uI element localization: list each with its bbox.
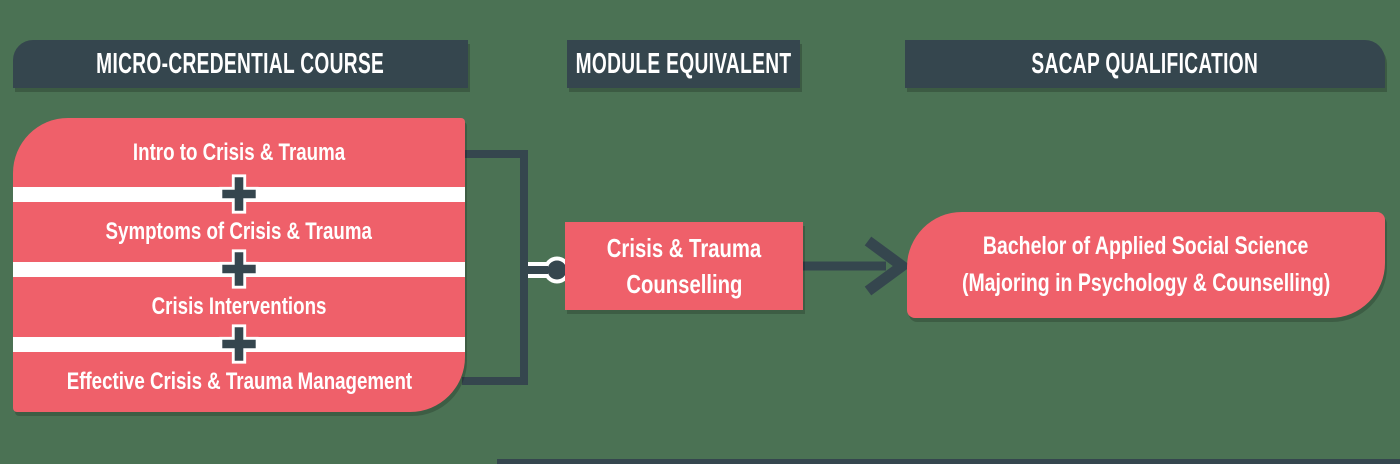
plus-icon [218,248,260,290]
plus-icon [218,173,260,215]
header-label: MODULE EQUIVALENT [575,47,792,80]
module-label-line2: Counselling [625,269,743,299]
header-sacap-qualification: SACAP QUALIFICATION [905,40,1385,88]
plus-icon [218,323,260,365]
course-stack: Intro to Crisis & Trauma Symptoms of Cri… [13,118,465,412]
bottom-section-edge [497,459,1400,464]
header-micro-credential-course: MICRO-CREDENTIAL COURSE [13,40,468,88]
right-arrow-icon [800,236,912,296]
module-box: Crisis & Trauma Counselling [565,222,803,310]
bracket-line [462,150,528,385]
course-item: Crisis Interventions [13,277,465,337]
course-item-label: Symptoms of Crisis & Trauma [105,218,373,245]
course-item-label: Intro to Crisis & Trauma [132,138,346,166]
course-item-label: Effective Crisis & Trauma Management [66,368,412,395]
qualification-box: Bachelor of Applied Social Science (Majo… [907,212,1385,318]
course-item: Intro to Crisis & Trauma [13,118,465,187]
header-label: MICRO-CREDENTIAL COURSE [96,47,385,80]
qualification-label-line2: (Majoring in Psychology & Counselling) [961,269,1331,297]
qualification-label-line1: Bachelor of Applied Social Science [983,232,1309,260]
header-module-equivalent: MODULE EQUIVALENT [567,40,800,88]
course-item: Effective Crisis & Trauma Management [13,352,465,412]
course-item-label: Crisis Interventions [151,293,327,320]
header-label: SACAP QUALIFICATION [1031,47,1259,80]
course-item: Symptoms of Crisis & Trauma [13,202,465,262]
circle-key-terminal-icon [524,260,567,280]
module-label-line1: Crisis & Trauma [606,233,762,263]
